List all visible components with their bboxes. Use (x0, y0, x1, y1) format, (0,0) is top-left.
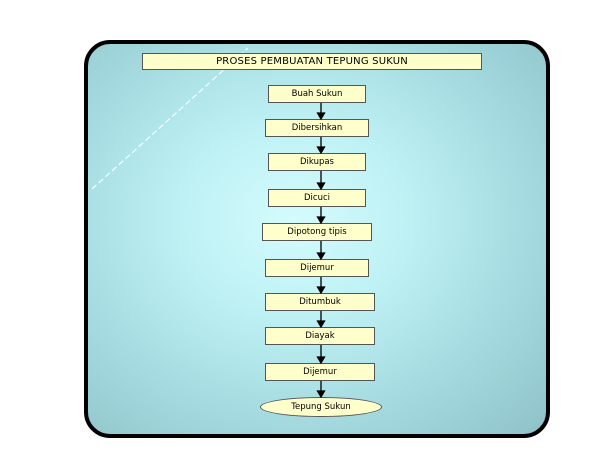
step-dikupas: Dikupas (268, 153, 366, 171)
step-diayak: Diayak (265, 327, 375, 345)
step-dipotong-tipis: Dipotong tipis (262, 223, 372, 241)
step-dicuci: Dicuci (268, 189, 366, 207)
step-buah-sukun: Buah Sukun (268, 85, 366, 103)
step-dibersihkan: Dibersihkan (265, 119, 369, 137)
step-dijemur-2: Dijemur (265, 363, 375, 381)
step-dijemur-1: Dijemur (265, 259, 369, 277)
result-tepung-sukun: Tepung Sukun (260, 397, 382, 417)
diagram-title: PROSES PEMBUATAN TEPUNG SUKUN (142, 53, 482, 70)
step-ditumbuk: Ditumbuk (265, 293, 375, 311)
